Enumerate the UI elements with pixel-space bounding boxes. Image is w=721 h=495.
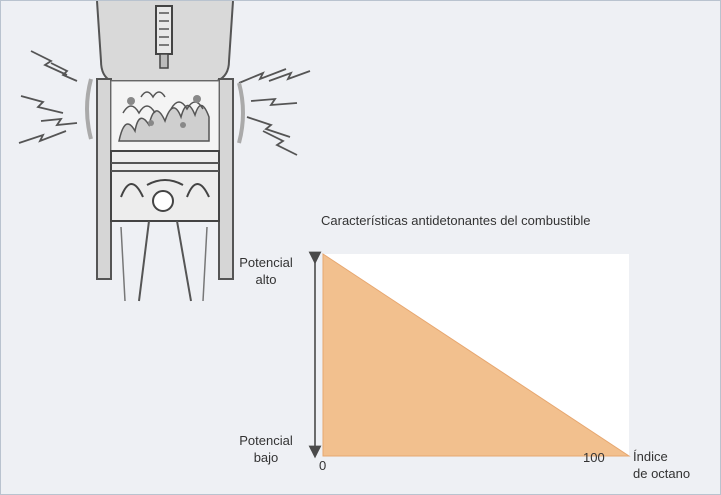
antiknock-area (322, 253, 631, 457)
y-label-high-line1: Potencial (239, 255, 293, 270)
octane-chart (308, 251, 631, 459)
engine-knock-illustration (18, 1, 311, 302)
x-tick-label-0: 0 (319, 458, 327, 473)
chart-title: Características antidetonantes del combu… (321, 213, 591, 228)
x-axis-title-line1: Índice (633, 449, 668, 464)
y-label-low-line2: bajo (253, 450, 279, 465)
x-axis-title-line2: de octano (633, 466, 691, 481)
y-label-high-line2: alto (255, 272, 277, 287)
x-axis-title: Índice de octano (633, 448, 690, 482)
x-tick-label-100: 100 (583, 450, 605, 465)
y-label-high: Potencial alto (223, 254, 309, 288)
y-label-low-line1: Potencial (239, 433, 293, 448)
y-label-low: Potencial bajo (223, 432, 309, 466)
